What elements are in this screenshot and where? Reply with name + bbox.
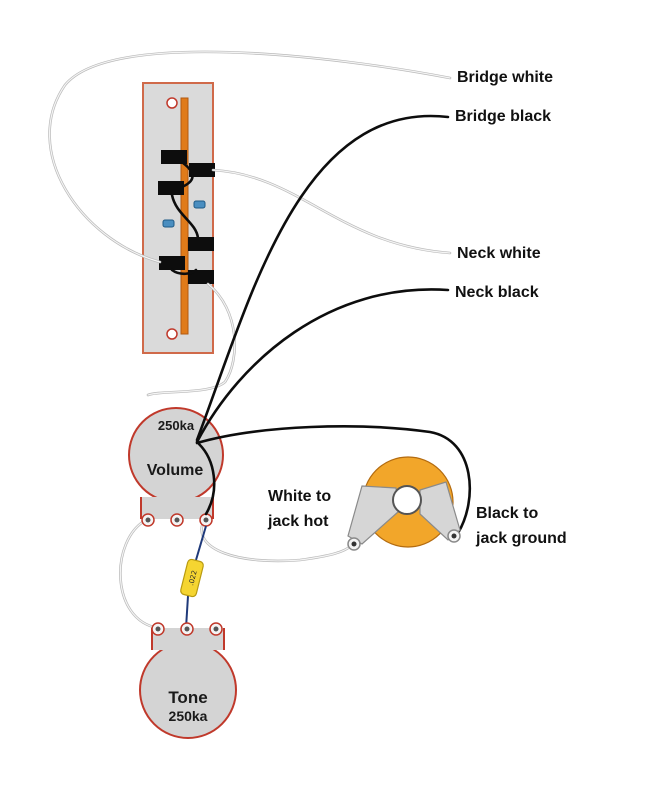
switch-lug-blue-right	[193, 200, 206, 209]
switch-terminal-5	[159, 256, 185, 270]
label-white-to-jack-hot-2: jack hot	[267, 513, 329, 530]
tone-pot-lug-bar	[152, 628, 224, 650]
label-white-to-jack-hot-1: White to	[268, 488, 331, 505]
output-jack	[347, 456, 461, 551]
wire-neck-black	[195, 288, 450, 444]
jack-center-hole	[392, 485, 422, 515]
switch-plate	[142, 82, 214, 354]
wire-neck-white-core	[212, 169, 451, 254]
wire-bridge-white	[48, 50, 452, 264]
wire-bridge-black	[195, 114, 450, 442]
wire-volume-to-tone	[119, 518, 160, 630]
switch-jumper-mid	[170, 193, 200, 240]
switch-terminal-3	[158, 181, 184, 195]
white-wires	[48, 50, 452, 630]
switch-jumper-top	[181, 161, 194, 188]
wire-bridge-white-core	[48, 51, 451, 263]
tone-pot-value: 250ka	[169, 708, 208, 724]
wire-neck-white	[211, 168, 452, 255]
label-black-to-jack-ground-2: jack ground	[475, 530, 567, 547]
black-wires	[195, 114, 472, 535]
switch-terminal-6	[188, 270, 214, 284]
wire-jack-ground	[195, 425, 472, 535]
capacitor-label: .022	[187, 569, 199, 586]
switch-lug-blue-left	[162, 219, 175, 228]
switch-mount-hole-bottom	[166, 328, 178, 340]
switch-terminal-2	[189, 163, 215, 177]
wire-volume-to-tone-core	[119, 519, 159, 629]
label-bridge-black: Bridge black	[455, 108, 551, 125]
label-neck-white: Neck white	[457, 245, 541, 262]
switch-terminal-4	[188, 237, 214, 251]
label-black-to-jack-ground-1: Black to	[476, 505, 538, 522]
volume-pot-name: Volume	[147, 462, 204, 479]
volume-pot-lug-bar	[141, 497, 213, 519]
label-neck-black: Neck black	[455, 284, 539, 301]
volume-pot-value: 250ka	[158, 418, 195, 433]
tone-pot: Tone 250ka	[139, 622, 237, 739]
labels: Bridge white Bridge black Neck white Nec…	[267, 69, 567, 547]
switch-mount-hole-top	[166, 97, 178, 109]
tone-pot-name: Tone	[168, 688, 207, 707]
label-bridge-white: Bridge white	[457, 69, 553, 86]
capacitor: .022	[180, 525, 207, 629]
jack-hot-tab	[347, 485, 399, 545]
capacitor-lead-top	[195, 525, 207, 561]
switch-terminal-1	[161, 150, 187, 164]
capacitor-body	[180, 558, 204, 598]
wire-volume-lug-jumper	[197, 442, 216, 516]
switch-jumper-bottom	[170, 268, 198, 276]
selector-switch	[142, 82, 215, 354]
wire-switch-to-volume-core	[147, 283, 236, 396]
wire-jack-hot-core	[201, 519, 353, 562]
